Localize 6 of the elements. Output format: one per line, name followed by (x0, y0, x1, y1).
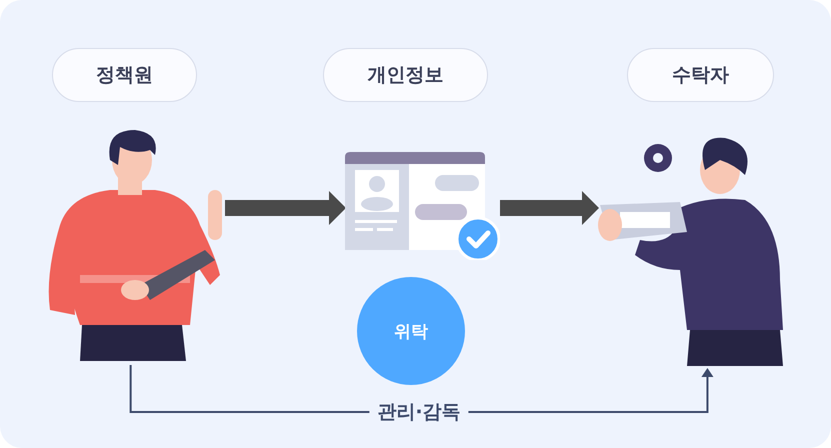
role-pill: 수탁자 (627, 48, 774, 102)
block-arrow (500, 191, 599, 225)
step-circle: 위탁 (357, 277, 465, 385)
block-arrow (225, 191, 346, 225)
role-pill: 개인정보 (323, 48, 488, 102)
role-pill: 정책원 (52, 48, 197, 102)
